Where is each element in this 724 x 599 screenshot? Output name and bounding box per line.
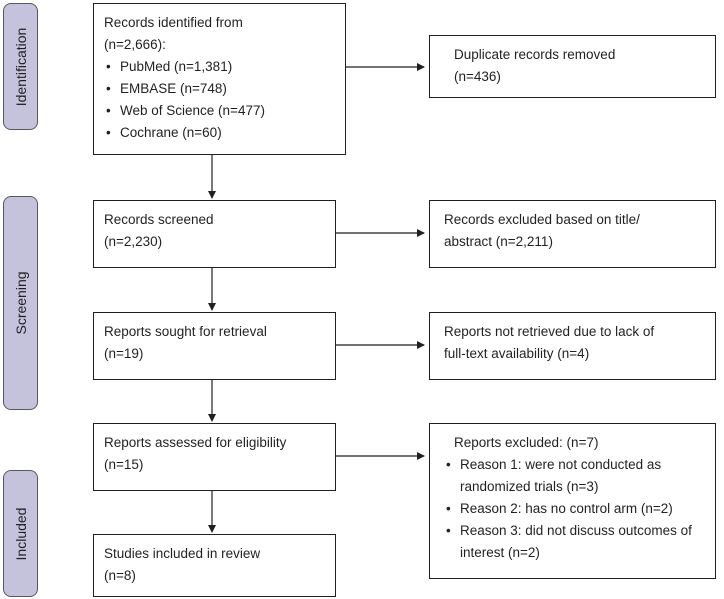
duplicates-removed-title: Duplicate records removed [454, 47, 616, 62]
stage-identification-label: Identification [12, 27, 29, 106]
duplicates-removed-count: (n=436) [454, 69, 501, 84]
reports-assessed-title: Reports assessed for eligibility [104, 435, 287, 450]
reports-sought-count: (n=19) [104, 346, 144, 361]
exclusion-reason-2: Reason 2: has no control arm (n=2) [444, 498, 707, 520]
exclusion-reason-3: Reason 3: did not discuss outcomes of in… [444, 520, 707, 564]
stage-screening: Screening [3, 196, 38, 410]
stage-screening-label: Screening [12, 271, 29, 335]
duplicates-removed-box: Duplicate records removed (n=436) [429, 35, 716, 98]
stage-included: Included [3, 470, 38, 597]
reports-sought-title: Reports sought for retrieval [104, 324, 267, 339]
exclusion-reason-1: Reason 1: were not conducted as randomiz… [444, 454, 707, 498]
reports-not-retrieved-box: Reports not retrieved due to lack of ful… [429, 312, 716, 380]
source-embase: EMBASE (n=748) [104, 78, 335, 100]
exclusion-reason-list: Reason 1: were not conducted as randomiz… [444, 454, 707, 564]
records-screened-count: (n=2,230) [104, 234, 163, 249]
source-cochrane: Cochrane (n=60) [104, 122, 335, 144]
studies-included-box: Studies included in review (n=8) [93, 534, 336, 597]
records-excluded-line1: Records excluded based on title/ [444, 212, 640, 227]
source-web-of-science: Web of Science (n=477) [104, 100, 335, 122]
records-identified-box: Records identified from (n=2,666): PubMe… [93, 3, 346, 155]
records-excluded-line2: abstract (n=2,211) [444, 234, 553, 249]
records-excluded-box: Records excluded based on title/ abstrac… [429, 200, 716, 268]
reports-assessed-box: Reports assessed for eligibility (n=15) [93, 423, 336, 491]
reports-sought-box: Reports sought for retrieval (n=19) [93, 312, 336, 380]
stage-included-label: Included [12, 507, 29, 560]
reports-assessed-count: (n=15) [104, 457, 144, 472]
records-screened-title: Records screened [104, 212, 214, 227]
source-pubmed: PubMed (n=1,381) [104, 56, 335, 78]
studies-included-count: (n=8) [104, 568, 136, 583]
reports-not-retrieved-line1: Reports not retrieved due to lack of [444, 324, 655, 339]
records-identified-title: Records identified from [104, 15, 243, 30]
studies-included-title: Studies included in review [104, 546, 261, 561]
records-screened-box: Records screened (n=2,230) [93, 200, 336, 268]
reports-excluded-box: Reports excluded: (n=7) Reason 1: were n… [429, 423, 716, 579]
reports-not-retrieved-line2: full-text availability (n=4) [444, 346, 590, 361]
source-list: PubMed (n=1,381) EMBASE (n=748) Web of S… [104, 56, 335, 144]
records-identified-count: (n=2,666): [104, 37, 166, 52]
reports-excluded-title: Reports excluded: (n=7) [454, 435, 599, 450]
stage-identification: Identification [3, 3, 38, 130]
